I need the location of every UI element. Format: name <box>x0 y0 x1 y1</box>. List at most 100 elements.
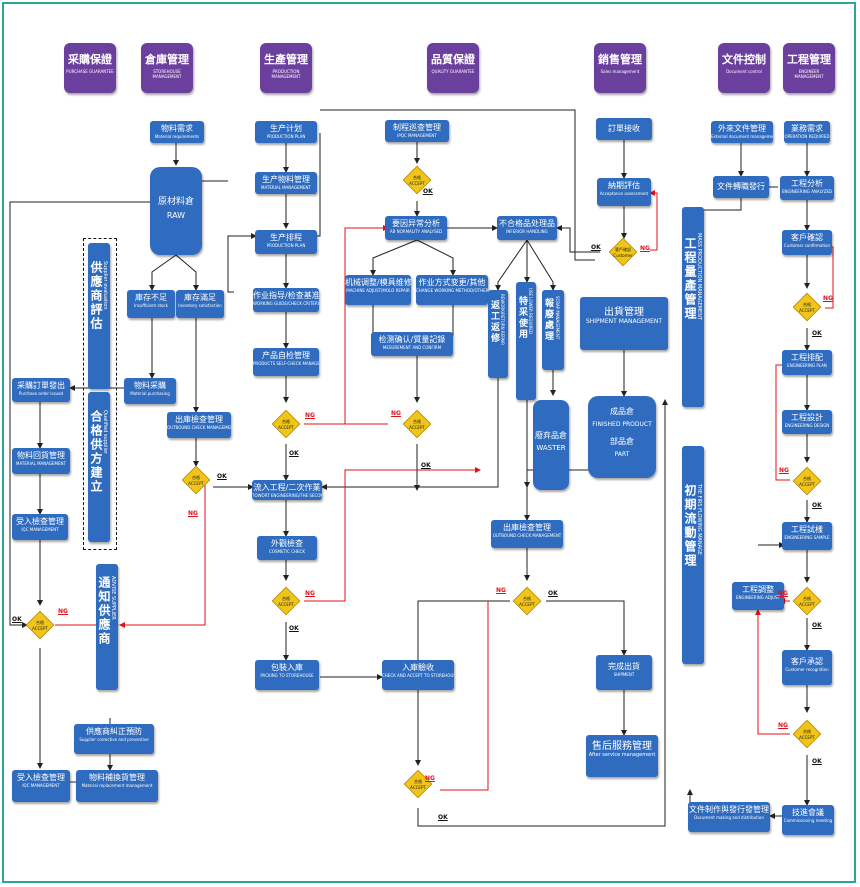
box-engineering-design: 工程設計 ENGINEERING DESIGN <box>782 410 832 434</box>
box-zh: 技進會議 <box>792 808 824 817</box>
box-en: Customer recognition <box>785 667 829 672</box>
box-zh: 文件制作與發行發管理 <box>689 805 769 814</box>
box-purchase-order: 采購訂單發出 Purchase order issued <box>12 378 70 402</box>
box-en: AB NORMALITY ANALYSED <box>389 229 443 234</box>
supplier-group-border <box>83 238 117 550</box>
diamond-t1: 合格 <box>803 729 811 734</box>
box-iqc-1: 受入檢查管理 IQC MANAGEMENT <box>12 514 68 540</box>
vbox-zh: 合格供方建立 <box>89 410 103 494</box>
box-waster: 廢弃品倉 WASTER <box>533 400 569 490</box>
box-zh: 成品倉 <box>610 407 634 416</box>
ng-label: NG <box>778 722 788 729</box>
box-customer-confirm: 客戶確認 Customer confirmation <box>782 230 832 255</box>
box-en: RAW <box>166 211 186 220</box>
box-en: Material replacement management <box>81 783 153 788</box>
ng-label: NG <box>496 587 506 594</box>
box-zh: 作业方式变更/其他 <box>418 278 486 287</box>
header-storehouse: 倉庫管理 STOREHOUSE MANAGEMENT <box>141 43 193 93</box>
ok-label: OK <box>812 758 822 765</box>
diamond-t1: 合格 <box>413 175 421 180</box>
box-en: Customer confirmation <box>784 243 830 248</box>
vbox-zh: 報廢處理 <box>543 298 553 342</box>
box-commissioning-meeting: 技進會議 Commissioning meeting <box>782 805 834 835</box>
box-inventory-satisfied: 庫存滿足 Inventory satisfaction <box>176 290 224 318</box>
box-en: ENGINEERING ADJUST <box>735 595 781 600</box>
ng-label: NG <box>778 590 788 597</box>
ng-label: NG <box>58 608 68 615</box>
box-en: IQC MANAGEMENT <box>21 527 59 532</box>
box-en: CHECK AND ACCEPT TO STOREHOUSE <box>382 673 454 678</box>
box-zh: 原材料倉 <box>157 197 194 207</box>
diamond-t2: ACCEPT <box>32 626 48 631</box>
box-doc-distribution: 文件制作與發行發管理 Document making and distribut… <box>688 802 770 832</box>
ng-label: NG <box>779 467 789 474</box>
vbox-supplier-evaluation: 供應商評估 Supplier evaluation <box>88 243 110 389</box>
diamond-t1: 合格 <box>803 476 811 481</box>
vbox-zh: 通知供應商 <box>97 576 111 646</box>
header-zh: 倉庫管理 <box>145 53 189 66</box>
box-zh: 文件轉職發行 <box>717 182 765 191</box>
box-zh: 完成出貨 <box>608 662 640 671</box>
vbox-zh: 返工返修 <box>489 300 499 344</box>
box-material-requirements: 物料需求 Material requirements <box>150 121 204 143</box>
box-zh: 訂單接收 <box>608 124 640 133</box>
box-accept-storehouse: 入庫驗收 CHECK AND ACCEPT TO STOREHOUSE <box>382 660 454 690</box>
ok-label: OK <box>812 330 822 337</box>
box-shipment-management: 出貨管理 SHIPMENT MANAGEMENT <box>580 297 668 350</box>
ng-label: NG <box>305 590 315 597</box>
box-zh: 受入檢查管理 <box>16 517 64 526</box>
ng-label: NG <box>823 295 833 302</box>
diamond-t2: ACCEPT <box>799 735 815 740</box>
diamond-t2: ACCEPT <box>410 785 426 790</box>
box-en: WORKING GUIDE/CHECK CRITERIA <box>253 301 319 306</box>
box-zh-2: 部品倉 <box>610 437 634 446</box>
box-en: PRODUCTS SELF-CHECK MANAGE <box>253 361 319 366</box>
ok-label: OK <box>438 814 448 821</box>
box-en: Commissioning meeting <box>783 818 833 823</box>
box-ipqc: 制程巡查管理 IPQC MANAGEMENT <box>385 120 449 142</box>
box-zh: 工程試樣 <box>791 525 823 534</box>
box-en: External document management <box>711 134 773 139</box>
box-zh: 售后服務管理 <box>592 741 652 752</box>
box-en: OUTBOUND CHECK MANAGEMENT <box>492 533 562 538</box>
diamond-t2: ACCEPT <box>519 602 535 607</box>
box-zh: 工程排配 <box>791 353 823 362</box>
diamond-t2: Customer <box>613 253 633 258</box>
box-zh: 工程調整 <box>742 585 774 594</box>
box-zh: 外觀檢查 <box>271 539 303 548</box>
header-en: PURCHASE GUARANTEE <box>66 69 114 74</box>
box-method-change: 作业方式变更/其他 CHANGE WORKING METHOD/OTHER <box>416 275 488 305</box>
box-zh: 客戶確認 <box>791 233 823 242</box>
box-cosmetic-check: 外觀檢查 COSMETIC CHECK <box>257 536 317 560</box>
vbox-en: Supplier evaluation <box>102 261 108 310</box>
header-en: Document control <box>726 69 762 74</box>
box-en: Supplier corrective and preventive <box>79 737 149 742</box>
box-zh: 物料回貨管理 <box>17 451 65 460</box>
box-en: PRODUCTION PLAN <box>266 243 306 248</box>
ok-label: OK <box>591 244 601 251</box>
box-en: After service management <box>588 752 656 758</box>
box-en: CHANGE WORKING METHOD/OTHER <box>416 288 488 293</box>
box-zh: 工程設計 <box>791 413 823 422</box>
header-en: ENGINEER MANAGEMENT <box>794 69 824 79</box>
diamond-t2: ACCEPT <box>278 602 294 607</box>
box-en: Inventory satisfaction <box>178 303 222 308</box>
box-zh: 供應商糾正預防 <box>86 727 142 736</box>
vbox-mass-production: 工程量產管理 MASS PRODUCTION MANAGEMENT <box>682 207 704 407</box>
box-zh: 产品自检管理 <box>262 351 310 360</box>
box-en: SHIPMENT <box>613 672 635 677</box>
box-en: MATERIAL MANAGEMENT <box>261 185 311 190</box>
header-engineering: 工程管理 ENGINEER MANAGEMENT <box>783 43 835 93</box>
box-en: IQC MANAGEMENT <box>22 783 60 788</box>
box-packing: 包裝入庫 PACKING TO STOREHOUSE <box>255 660 319 690</box>
box-en: SHIPMENT MANAGEMENT <box>585 318 663 325</box>
box-en: MACHINE ADJUST/MOLD REPAIR <box>346 288 410 293</box>
box-zh: 生产计划 <box>270 124 302 133</box>
box-zh: 生产物料管理 <box>262 175 310 184</box>
diamond-t1: 合格 <box>192 475 200 480</box>
vbox-en: SCRAP MANAGEMENT <box>555 296 560 340</box>
